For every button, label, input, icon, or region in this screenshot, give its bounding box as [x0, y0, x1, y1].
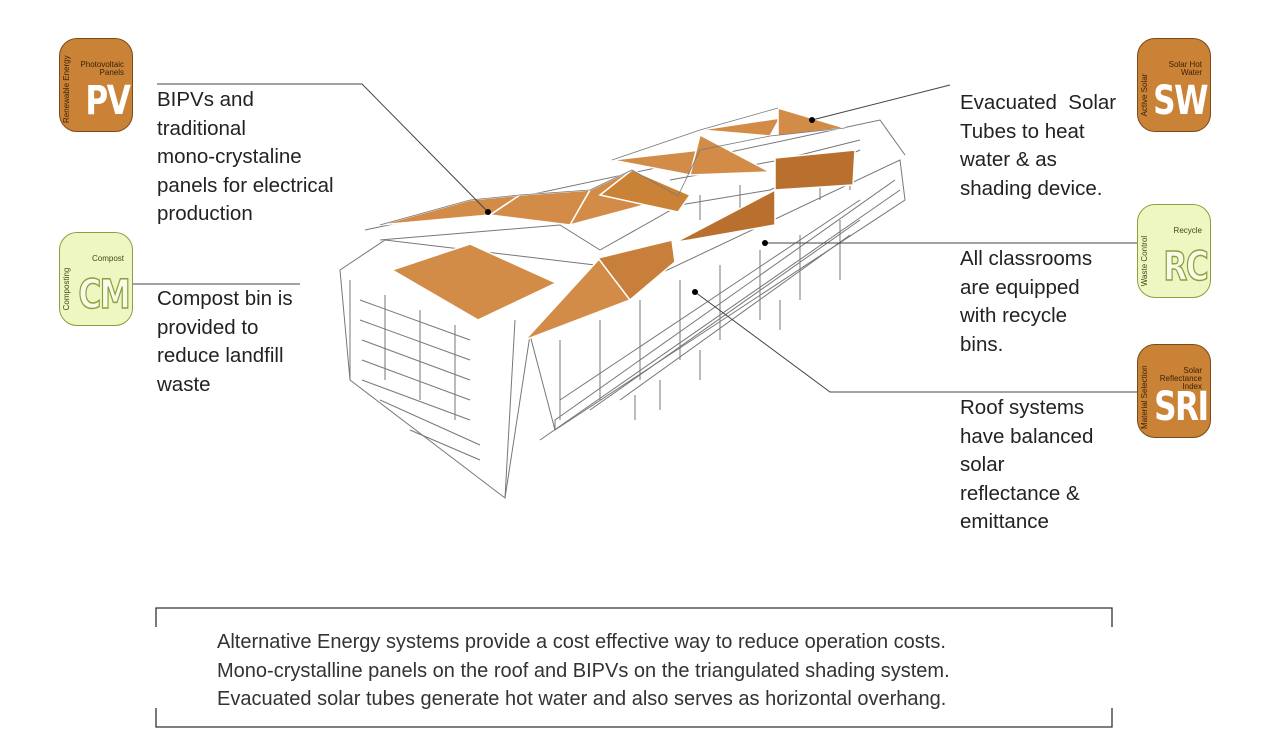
badge-abbreviation: PV	[85, 78, 130, 124]
caption-line: waste	[157, 372, 211, 396]
caption-solar-reflectance: Roof systems have balanced solar reflect…	[960, 394, 1093, 537]
badge-title: Photovoltaic Panels	[80, 60, 124, 77]
caption-line: reduce landfill	[157, 344, 284, 367]
caption-line: Evacuated Solar	[960, 91, 1117, 114]
caption-line: Tubes to heat	[960, 119, 1085, 143]
badge-side-wrap: Renewable Energy	[62, 55, 88, 123]
caption-line: All classrooms	[960, 247, 1093, 270]
caption-line: mono-crystaline	[157, 145, 302, 168]
badge-abbreviation: SW	[1153, 78, 1208, 124]
summary-line: Alternative Energy systems provide a cos…	[217, 631, 946, 653]
caption-recycle: All classrooms are equipped with recycle…	[960, 245, 1092, 359]
renewable-energy-badge: Photovoltaic Panels Renewable Energy PV	[59, 38, 133, 132]
summary-line: Mono-crystalline panels on the roof and …	[217, 659, 950, 682]
caption-line: are equipped	[960, 275, 1080, 299]
badge-title: Recycle	[1173, 226, 1202, 235]
caption-line: production	[157, 202, 253, 225]
badge-category: Composting	[62, 267, 71, 311]
caption-photovoltaic: BIPVs and traditional mono-crystaline pa…	[157, 86, 334, 229]
caption-line: with recycle	[960, 304, 1068, 327]
caption-line: panels for electrical	[157, 173, 334, 197]
summary-box-brackets	[155, 607, 1113, 728]
caption-line: shading device.	[960, 176, 1103, 200]
badge-category: Material Selection	[1140, 365, 1149, 429]
badge-title: Solar Hot Water	[1168, 60, 1202, 77]
caption-solar-hot-water: Evacuated Solar Tubes to heat water & as…	[960, 89, 1116, 203]
composting-badge: Compost Composting CM	[59, 232, 133, 326]
caption-line: solar	[960, 453, 1005, 476]
badge-abbreviation: RC	[1163, 244, 1210, 290]
badge-category: Renewable Energy	[62, 55, 71, 123]
caption-line: traditional	[157, 116, 246, 140]
caption-line: emittance	[960, 510, 1049, 533]
badge-title: Solar Reflectance Index	[1159, 366, 1202, 391]
caption-line: BIPVs and	[157, 88, 254, 111]
caption-line: water & as	[960, 148, 1057, 171]
summary-box: Alternative Energy systems provide a cos…	[155, 607, 1113, 728]
badge-category: Waste Control	[1140, 235, 1149, 287]
badge-category: Active Solar	[1140, 73, 1149, 117]
caption-line: reflectance &	[960, 481, 1080, 505]
summary-text: Alternative Energy systems provide a cos…	[217, 628, 1097, 714]
badge-abbreviation: SRI	[1153, 384, 1209, 430]
summary-line: Evacuated solar tubes generate hot water…	[217, 688, 947, 710]
badge-side-wrap: Waste Control	[1140, 233, 1166, 289]
caption-line: bins.	[960, 332, 1004, 356]
building-illustration	[100, 83, 1140, 499]
caption-line: provided to	[157, 315, 259, 339]
caption-compost: Compost bin is provided to reduce landfi…	[157, 285, 293, 399]
badge-abbreviation: CM	[78, 272, 132, 318]
caption-line: Roof systems	[960, 396, 1085, 419]
caption-line: Compost bin is	[157, 287, 293, 310]
waste-control-badge: Recycle Waste Control RC	[1137, 204, 1211, 298]
material-selection-badge: Solar Reflectance Index Material Selecti…	[1137, 344, 1211, 438]
active-solar-badge: Solar Hot Water Active Solar SW	[1137, 38, 1211, 132]
badge-title: Compost	[91, 254, 124, 263]
caption-line: have balanced	[960, 424, 1094, 448]
